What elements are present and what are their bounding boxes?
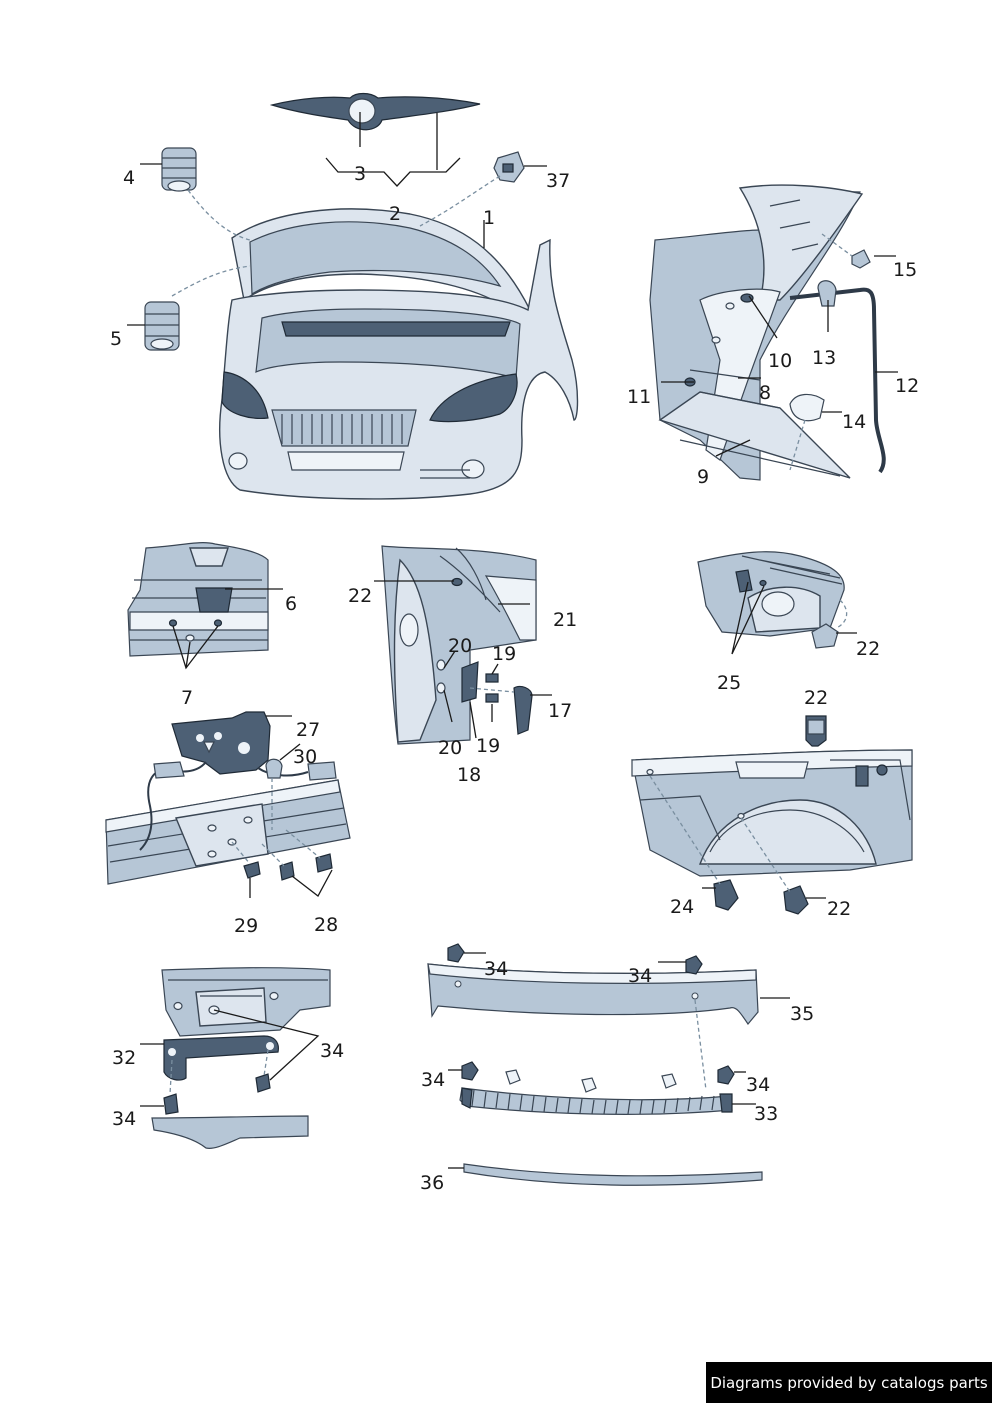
arch-buffer-detail: 25 22 <box>697 551 880 694</box>
callout-34-f: 34 <box>112 1108 136 1130</box>
emblem-ring <box>348 98 376 124</box>
bracket-detail: 32 34 34 <box>112 967 344 1149</box>
nut-34-d <box>717 1065 735 1085</box>
callout-22-b: 22 <box>856 638 880 660</box>
bonnet-assembly-illustration: 1 2 3 4 5 37 <box>110 92 579 500</box>
callout-5: 5 <box>110 328 122 350</box>
buffer-22-d <box>783 885 809 915</box>
bonnet-trim-strip <box>269 92 481 131</box>
callout-30: 30 <box>293 746 317 768</box>
lock-carrier-detail: 6 7 <box>127 542 297 709</box>
bonnet-lock-detail: 27 30 29 28 <box>105 711 351 937</box>
callout-10: 10 <box>768 350 792 372</box>
bonnet-support-rod <box>789 287 886 474</box>
seal-strip-33 <box>459 1087 733 1115</box>
callout-20-b: 20 <box>438 737 462 759</box>
callout-33: 33 <box>754 1103 778 1125</box>
callout-35: 35 <box>790 1003 814 1025</box>
cover-17 <box>513 685 533 735</box>
left-headlight <box>221 371 269 419</box>
seal-strips-detail: 34 34 35 34 34 33 36 <box>420 943 814 1194</box>
rubber-buffer-5 <box>144 301 180 351</box>
hinge-detail: 22 21 20 19 17 20 19 18 <box>348 545 577 786</box>
rubber-buffer-4 <box>161 147 197 192</box>
front-grille <box>271 409 417 447</box>
callout-9: 9 <box>697 466 709 488</box>
scuttle-buffer-detail: 22 24 22 <box>631 687 913 920</box>
callout-14: 14 <box>842 411 866 433</box>
buffer-24 <box>713 879 739 911</box>
bolt-29 <box>243 861 261 879</box>
callout-19-a: 19 <box>492 643 516 665</box>
callout-34-a: 34 <box>484 958 508 980</box>
bolt-28-b <box>315 853 333 873</box>
callout-34-c: 34 <box>421 1069 445 1091</box>
nut-34-a <box>447 943 465 963</box>
bolt-19-lower <box>485 693 499 703</box>
callout-21: 21 <box>553 609 577 631</box>
callout-22-d: 22 <box>827 898 851 920</box>
bracket-32 <box>163 1035 279 1081</box>
nut-34-b <box>685 955 703 975</box>
callout-36: 36 <box>420 1172 444 1194</box>
buffer-22-b <box>811 623 839 649</box>
bolt-34-f <box>163 1093 179 1115</box>
callout-22-a: 22 <box>348 585 372 607</box>
callout-13: 13 <box>812 347 836 369</box>
callout-1: 1 <box>483 207 495 229</box>
callout-29: 29 <box>234 915 258 937</box>
callout-4: 4 <box>123 167 135 189</box>
callout-37: 37 <box>546 170 570 192</box>
callout-3: 3 <box>354 163 366 185</box>
lower-panel <box>151 1115 309 1149</box>
callout-7: 7 <box>181 687 193 709</box>
callout-19-b: 19 <box>476 735 500 757</box>
callout-8: 8 <box>759 382 771 404</box>
nut-34-c <box>461 1061 479 1081</box>
seal-strip-36 <box>463 1163 763 1186</box>
clip-30 <box>265 758 283 779</box>
callout-32: 32 <box>112 1047 136 1069</box>
callout-15: 15 <box>893 259 917 281</box>
bolt-34-e <box>255 1073 271 1093</box>
callout-34-e: 34 <box>320 1040 344 1062</box>
bolt-19-upper <box>485 673 499 683</box>
bonnet-support-rod-illustration: 15 10 13 12 11 8 14 9 <box>627 184 919 488</box>
rod-clip-13 <box>817 280 837 307</box>
engine-bay-cross-member <box>281 321 511 337</box>
callout-34-b: 34 <box>628 965 652 987</box>
callout-20-a: 20 <box>448 635 472 657</box>
callout-28: 28 <box>314 914 338 936</box>
callout-18: 18 <box>457 764 481 786</box>
callout-34-d: 34 <box>746 1074 770 1096</box>
right-fog-light <box>461 459 485 479</box>
callout-22-c: 22 <box>804 687 828 709</box>
callout-11: 11 <box>627 386 651 408</box>
bonnet-lock-27 <box>171 711 271 775</box>
callout-27: 27 <box>296 719 320 741</box>
credit-banner: Diagrams provided by catalogs parts <box>706 1362 992 1403</box>
left-fog-light <box>228 452 248 470</box>
callout-17: 17 <box>548 700 572 722</box>
callout-12: 12 <box>895 375 919 397</box>
rod-grommet-10 <box>740 293 754 303</box>
hinge-18 <box>461 661 479 703</box>
clip-15 <box>851 249 871 269</box>
callout-6: 6 <box>285 593 297 615</box>
bolt-28-a <box>279 861 295 881</box>
right-headlight <box>429 373 518 423</box>
callout-25: 25 <box>717 672 741 694</box>
callout-24: 24 <box>670 896 694 918</box>
callout-2: 2 <box>389 203 401 225</box>
cap-14 <box>789 393 825 422</box>
